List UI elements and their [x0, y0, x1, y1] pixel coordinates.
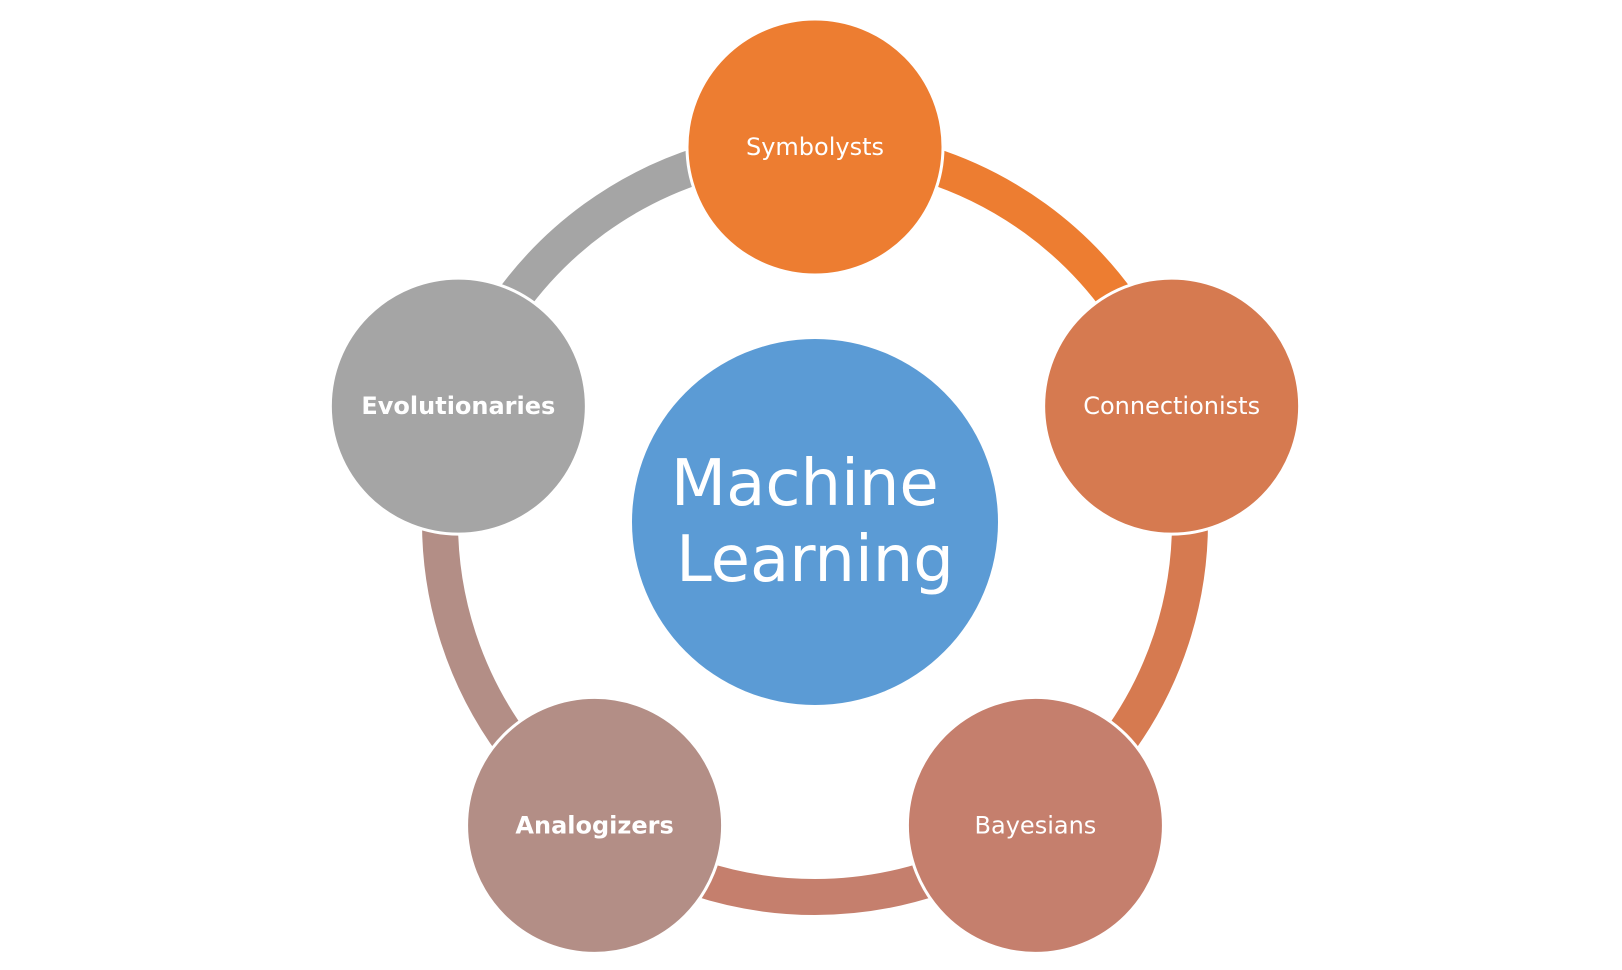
node-label-symbolysts: Symbolysts: [746, 133, 884, 161]
center-label: Machine Learning: [671, 447, 959, 597]
node-label-bayesians: Bayesians: [975, 811, 1097, 839]
center-circle: [632, 339, 998, 705]
node-circle-analogizers: [465, 695, 725, 955]
node-label-evolutionaries: Evolutionaries: [361, 392, 555, 420]
node-symbolysts: Symbolysts: [685, 17, 945, 277]
node-circle-symbolysts: [685, 17, 945, 277]
node-evolutionaries: Evolutionaries: [328, 276, 588, 536]
node-bayesians: Bayesians: [905, 695, 1165, 955]
center-label-line-1: Machine: [671, 447, 939, 521]
node-circle-bayesians: [905, 695, 1165, 955]
node-circle-connectionists: [1042, 276, 1302, 536]
node-circle-evolutionaries: [328, 276, 588, 536]
node-connectionists: Connectionists: [1042, 276, 1302, 536]
center-label-line-2: Learning: [676, 523, 954, 597]
node-analogizers: Analogizers: [465, 695, 725, 955]
node-label-analogizers: Analogizers: [515, 811, 673, 839]
node-label-connectionists: Connectionists: [1083, 392, 1260, 420]
